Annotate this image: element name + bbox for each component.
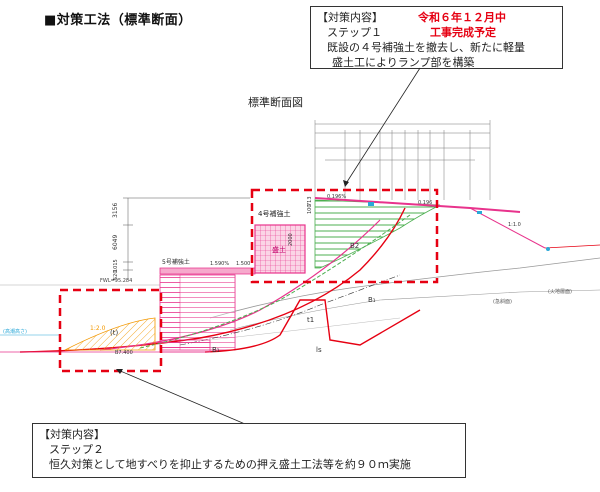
survey-point xyxy=(546,247,550,251)
callout-desc-line1: 既設の４号補強土を撤去し、新たに軽量 xyxy=(327,41,525,54)
leader-line-bottom xyxy=(117,369,246,425)
page-title: ■対策工法（標準断面） xyxy=(44,13,192,28)
dim-100: 100 xyxy=(307,204,313,214)
countermeasure-callout-step1: 【対策内容】 ステップ１ 既設の４号補強土を撤去し、新たに軽量 盛土工によりラン… xyxy=(310,6,563,69)
callout-step: ステップ１ xyxy=(327,26,382,39)
step1-highlight-box xyxy=(250,188,439,284)
dim-3156: 3156 xyxy=(112,203,119,218)
drain-marker-2 xyxy=(477,211,482,214)
reinforced-earth-4-block xyxy=(254,224,306,274)
road-embankment-slope xyxy=(469,207,546,249)
left-dimension xyxy=(123,197,250,280)
slope-label-6: 1:2.0 xyxy=(90,325,106,332)
slope-label-1: 1.590% xyxy=(210,261,229,267)
road-platform-left xyxy=(159,267,256,275)
fill-label: 盛土 xyxy=(272,245,286,254)
schedule-line1: 令和６年１２月中 xyxy=(418,11,506,24)
layer-b1-lower-label: B₁ xyxy=(212,346,220,354)
deep-slip-line xyxy=(204,299,421,353)
layer-b2-label: B2 xyxy=(350,242,359,250)
callout-desc: 恒久対策として地すべりを抑止するための押え盛土工法等を約９０ｍ実施 xyxy=(49,458,411,471)
layer-t-label: (t) xyxy=(110,329,118,337)
dim-520: 520 xyxy=(113,270,119,280)
dim-6049: 6049 xyxy=(112,235,119,250)
countermeasure-callout-step2: 【対策内容】 ステップ２ 恒久対策として地すべりを抑止するための押え盛土工法等を… xyxy=(32,423,466,478)
survey-point-label: B7.400 xyxy=(115,350,133,356)
callout-heading: 【対策内容】 xyxy=(317,11,383,24)
schedule-line2: 工事完成予定 xyxy=(430,26,496,39)
drain-marker-1 xyxy=(368,202,374,206)
callout-heading: 【対策内容】 xyxy=(39,428,105,441)
leader-line-top xyxy=(344,67,421,186)
slope-label-2: 1.500 xyxy=(236,261,250,267)
slope-label-4: 0.196 xyxy=(418,200,432,206)
reinforced-4-label: 4号補強土 xyxy=(258,209,290,218)
water-level-label: FWL=95.284 xyxy=(100,278,132,284)
callout-step: ステップ２ xyxy=(49,443,104,456)
callout-desc-line2: 盛土工によりランプ部を構築 xyxy=(332,56,475,69)
dim-713: 713 xyxy=(307,196,313,206)
reinforced-earth-5-block xyxy=(159,274,236,351)
layer-b1-label: B₁ xyxy=(368,296,376,304)
slope-label-3: 0.196% xyxy=(327,194,346,200)
layer-t1-label: t1 xyxy=(307,316,314,324)
volcanic-layer-label: (火地層面) xyxy=(548,288,572,295)
dim-1015: 1015 xyxy=(113,259,119,272)
dim-2000: 2000 xyxy=(288,233,294,246)
top-dimension-lines xyxy=(314,120,491,200)
lightweight-fill-green xyxy=(314,199,441,269)
counterweight-fill-orange xyxy=(64,317,156,351)
layer-ls-label: ls xyxy=(316,346,322,354)
slope-label-5: 1:1.0 xyxy=(508,222,521,228)
high-water-label: (高潮高さ) xyxy=(3,328,27,335)
steep-slope-label: (急斜面) xyxy=(493,298,512,305)
drawing-caption: 標準断面図 xyxy=(248,96,303,109)
reinforced-5-label: 5号補強土 xyxy=(162,258,190,266)
